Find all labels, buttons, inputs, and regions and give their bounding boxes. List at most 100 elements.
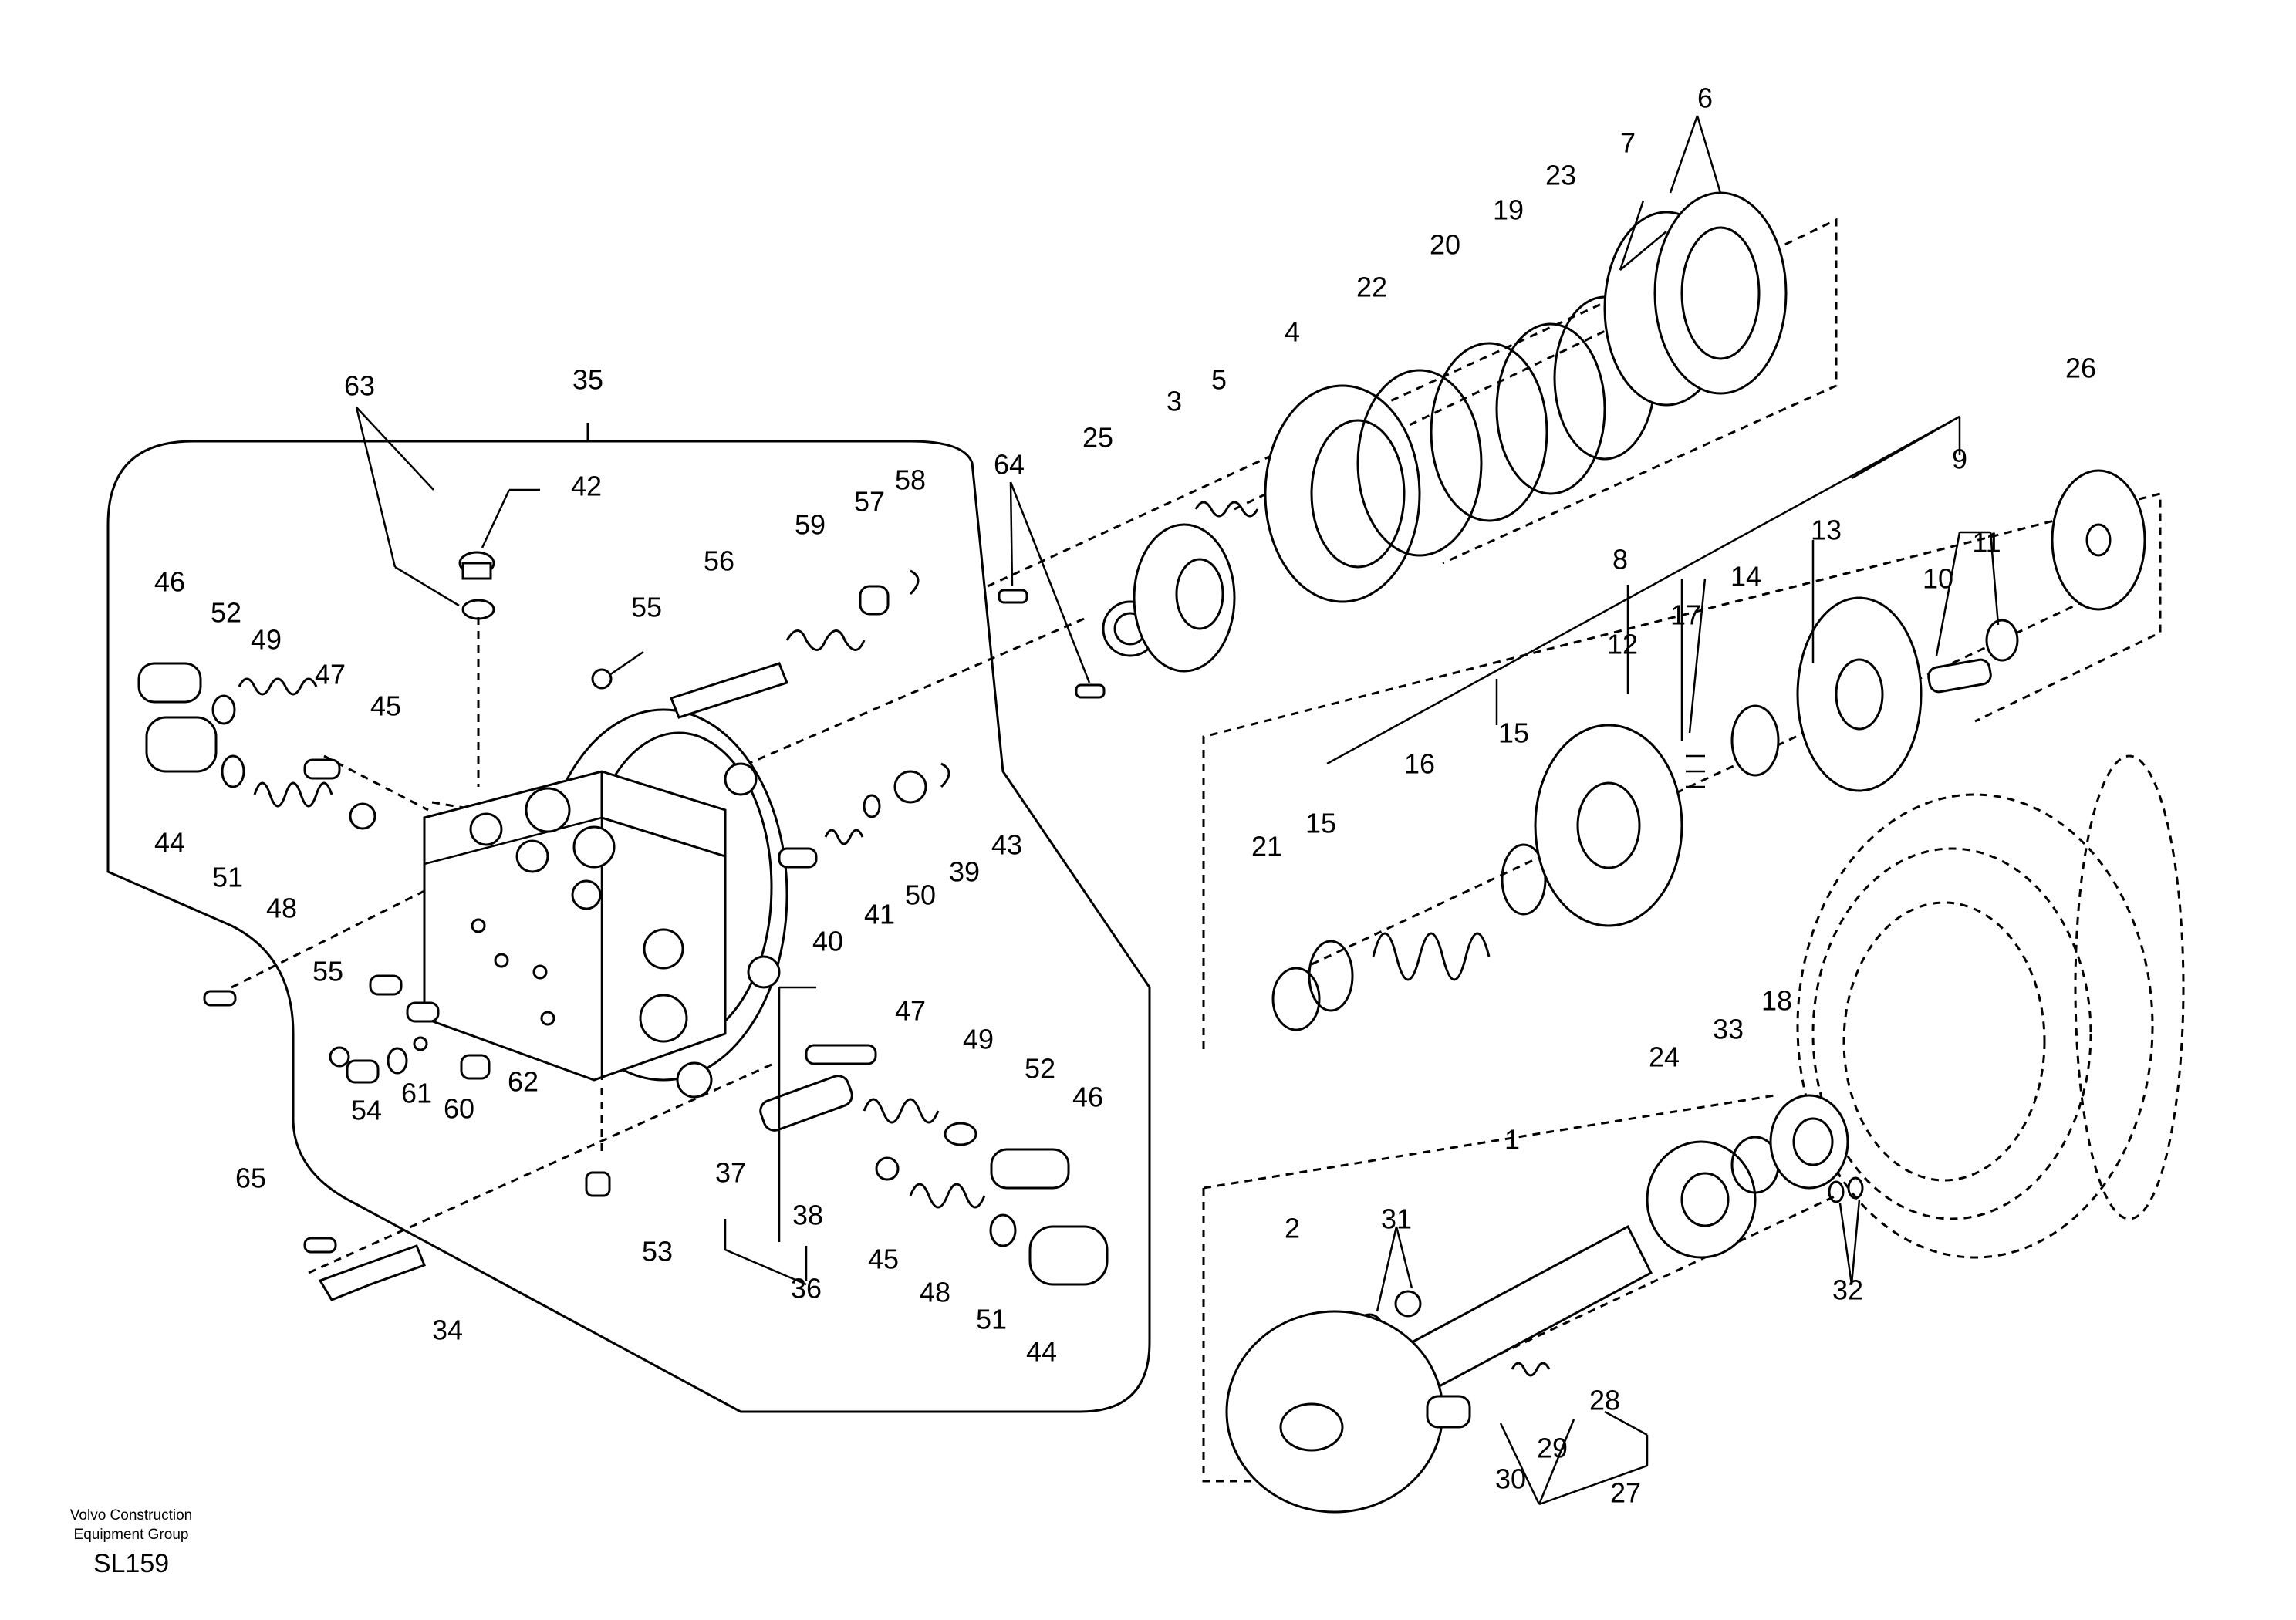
callout-65: 65 <box>235 1163 266 1194</box>
callout-15b: 15 <box>1498 717 1529 749</box>
callout-28: 28 <box>1589 1385 1620 1416</box>
oring-61 <box>387 1047 408 1075</box>
plug-62 <box>460 1054 491 1080</box>
shaft-group-outline <box>1202 1094 1775 1483</box>
pin-64-b <box>1075 683 1106 699</box>
oring-52-right <box>944 1122 977 1146</box>
piston-29 <box>1426 1395 1471 1429</box>
callout-47b: 47 <box>895 995 926 1027</box>
callout-60: 60 <box>444 1093 474 1125</box>
spring-59 <box>785 629 866 651</box>
callout-64: 64 <box>994 449 1025 481</box>
bolt-34 <box>318 1244 426 1301</box>
callout-45a: 45 <box>370 690 401 722</box>
ring-20 <box>1430 342 1548 522</box>
plug-44-right <box>1028 1225 1109 1286</box>
spring-28 <box>1511 1362 1551 1377</box>
company-line-1: Volvo Construction <box>69 1507 193 1524</box>
callout-27: 27 <box>1610 1477 1641 1509</box>
callout-54: 54 <box>351 1095 382 1126</box>
callout-24: 24 <box>1649 1041 1680 1073</box>
plug-53 <box>585 1171 611 1197</box>
callout-20: 20 <box>1430 229 1460 261</box>
clip-43 <box>940 762 950 788</box>
callout-62: 62 <box>508 1066 539 1098</box>
callout-31: 31 <box>1381 1203 1412 1235</box>
callout-48a: 48 <box>266 893 297 924</box>
callout-47a: 47 <box>315 659 346 690</box>
callout-48b: 48 <box>920 1277 950 1308</box>
callout-14: 14 <box>1730 561 1761 592</box>
callout-labels: 1 2 3 4 5 6 7 8 9 10 11 12 13 14 15 15 1… <box>154 83 2096 1509</box>
plug-42 <box>458 551 495 580</box>
callout-26: 26 <box>2065 353 2096 384</box>
callout-34: 34 <box>432 1315 463 1346</box>
callout-44a: 44 <box>154 827 185 859</box>
housing-group-outline <box>106 440 1151 1413</box>
callout-46b: 46 <box>1072 1082 1103 1113</box>
spring-48-right <box>909 1183 986 1209</box>
bearing-24 <box>1646 1140 1757 1259</box>
callout-61: 61 <box>401 1078 432 1109</box>
plug-55-top <box>591 668 613 690</box>
callout-23: 23 <box>1545 160 1576 191</box>
callout-39: 39 <box>949 856 980 888</box>
callout-57: 57 <box>854 486 885 518</box>
ring-22 <box>1356 369 1483 557</box>
callout-9: 9 <box>1952 444 1967 475</box>
callout-41: 41 <box>864 899 895 930</box>
oring-51-right <box>989 1213 1017 1247</box>
callout-40: 40 <box>812 926 843 957</box>
callout-5: 5 <box>1211 364 1227 396</box>
pin-65 <box>303 1237 337 1254</box>
callout-10: 10 <box>1923 563 1953 595</box>
callout-2: 2 <box>1285 1213 1300 1244</box>
clip-58 <box>909 569 920 596</box>
callout-3: 3 <box>1167 386 1182 417</box>
callout-58: 58 <box>895 464 926 496</box>
spring-49-left <box>238 677 318 696</box>
ring-19 <box>1495 322 1606 495</box>
callout-55a: 55 <box>631 592 662 623</box>
cap-57 <box>859 585 890 616</box>
callout-18: 18 <box>1761 985 1792 1017</box>
snap-ring-21 <box>1271 967 1321 1031</box>
leader-lines <box>355 115 2000 1506</box>
callout-32: 32 <box>1832 1274 1863 1306</box>
callout-46a: 46 <box>154 566 185 598</box>
spool-38 <box>759 1075 853 1132</box>
callout-42: 42 <box>571 471 602 502</box>
callout-29: 29 <box>1537 1433 1568 1464</box>
retainer-plate-13 <box>1796 596 1923 792</box>
plug-46-right <box>990 1148 1070 1190</box>
oring-32-b <box>1847 1176 1864 1200</box>
callout-50: 50 <box>905 879 936 911</box>
callout-21: 21 <box>1251 831 1282 862</box>
callout-16: 16 <box>1404 748 1435 780</box>
gear-group-outline <box>1234 218 1838 565</box>
spring-48-left <box>253 781 333 808</box>
callout-45b: 45 <box>868 1244 899 1275</box>
oring-32-a <box>1828 1180 1845 1203</box>
callout-33: 33 <box>1713 1014 1744 1045</box>
callout-59: 59 <box>795 509 826 541</box>
callout-53: 53 <box>642 1236 673 1267</box>
callout-52a: 52 <box>211 597 241 629</box>
callout-17: 17 <box>1670 599 1701 631</box>
diagram-code: SL159 <box>93 1549 170 1578</box>
spring-5 <box>1194 501 1259 518</box>
carrier-4 <box>1264 384 1421 603</box>
callout-4: 4 <box>1285 316 1300 348</box>
swash-plate-26 <box>2051 469 2146 611</box>
callout-30: 30 <box>1495 1463 1526 1495</box>
callout-19: 19 <box>1493 194 1524 226</box>
callout-63: 63 <box>344 370 375 402</box>
oring-63 <box>461 599 495 620</box>
housing-body <box>423 708 788 1099</box>
callout-38: 38 <box>792 1200 823 1231</box>
washer-15-b <box>1501 843 1547 916</box>
callout-44b: 44 <box>1026 1336 1057 1368</box>
ball-31-b <box>1394 1290 1422 1318</box>
bearing-18 <box>1769 1094 1849 1190</box>
